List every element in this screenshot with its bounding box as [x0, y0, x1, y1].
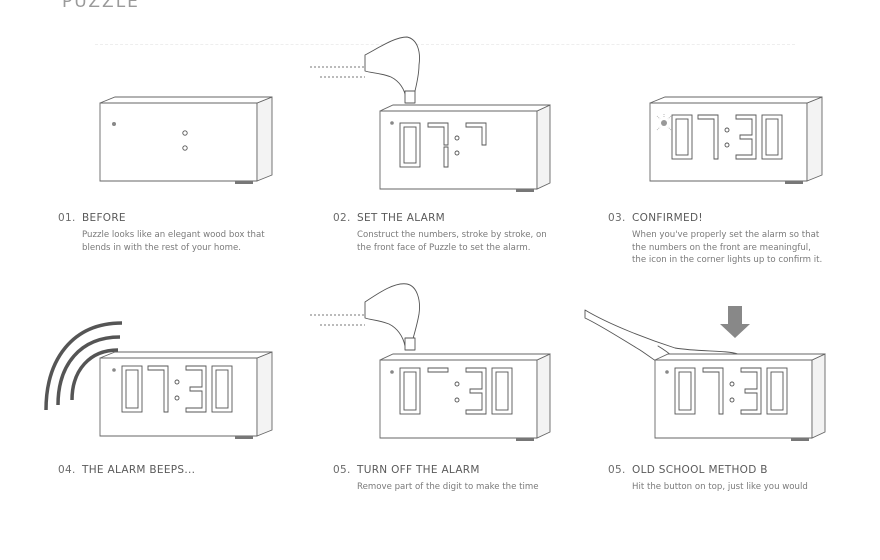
clock-beeping-illustration	[80, 315, 290, 445]
clock-box-illustration	[80, 95, 290, 195]
step-number: 04.	[58, 464, 82, 476]
clock-box	[380, 105, 550, 192]
clock-with-hand-illustration	[355, 270, 575, 450]
clock-with-hand-illustration	[355, 25, 575, 195]
step-number: 02.	[333, 212, 357, 224]
step-panel-turn-off: 05.TURN OFF THE ALARM Remove part of the…	[355, 270, 615, 515]
step-title: OLD SCHOOL METHOD B	[632, 464, 768, 476]
step-heading: 02.SET THE ALARM	[333, 212, 445, 224]
light-indicator-icon	[112, 368, 116, 372]
step-description: Hit the button on top, just like you wou…	[632, 481, 827, 494]
step-description: Construct the numbers, stroke by stroke,…	[357, 229, 552, 254]
step-title: SET THE ALARM	[357, 212, 445, 224]
step-number: 05.	[608, 464, 632, 476]
step-description: Remove part of the digit to make the tim…	[357, 481, 552, 494]
step-heading: 05.OLD SCHOOL METHOD B	[608, 464, 768, 476]
step-title: BEFORE	[82, 212, 126, 224]
light-indicator-icon	[390, 121, 394, 125]
step-number: 05.	[333, 464, 357, 476]
step-heading: 01.BEFORE	[58, 212, 126, 224]
step-title: THE ALARM BEEPS...	[82, 464, 195, 476]
step-panel-alarm-beeps: 04.THE ALARM BEEPS...	[80, 315, 340, 560]
step-panel-set-alarm: 02.SET THE ALARM Construct the numbers, …	[355, 25, 615, 270]
light-indicator-icon	[112, 122, 116, 126]
step-description: Puzzle looks like an elegant wood box th…	[82, 229, 277, 254]
down-arrow-icon	[720, 306, 750, 338]
step-title: CONFIRMED!	[632, 212, 703, 224]
step-number: 03.	[608, 212, 632, 224]
step-heading: 05.TURN OFF THE ALARM	[333, 464, 480, 476]
step-panel-old-school: 05.OLD SCHOOL METHOD B Hit the button on…	[630, 300, 880, 545]
clock-box	[100, 352, 272, 439]
hand-icon	[310, 37, 420, 103]
step-panel-before: 01.BEFORE Puzzle looks like an elegant w…	[80, 95, 340, 340]
page-title: PUZZLE	[62, 0, 140, 12]
step-heading: 03.CONFIRMED!	[608, 212, 703, 224]
step-heading: 04.THE ALARM BEEPS...	[58, 464, 195, 476]
clock-box	[655, 354, 825, 441]
clock-box-illustration	[630, 95, 840, 195]
step-title: TURN OFF THE ALARM	[357, 464, 480, 476]
step-number: 01.	[58, 212, 82, 224]
clock-pressed-illustration	[630, 300, 840, 450]
light-indicator-icon	[665, 370, 669, 374]
step-description: When you've properly set the alarm so th…	[632, 229, 827, 267]
clock-box	[100, 97, 272, 184]
light-indicator-icon	[390, 370, 394, 374]
clock-box	[650, 97, 822, 184]
clock-box	[380, 354, 550, 441]
